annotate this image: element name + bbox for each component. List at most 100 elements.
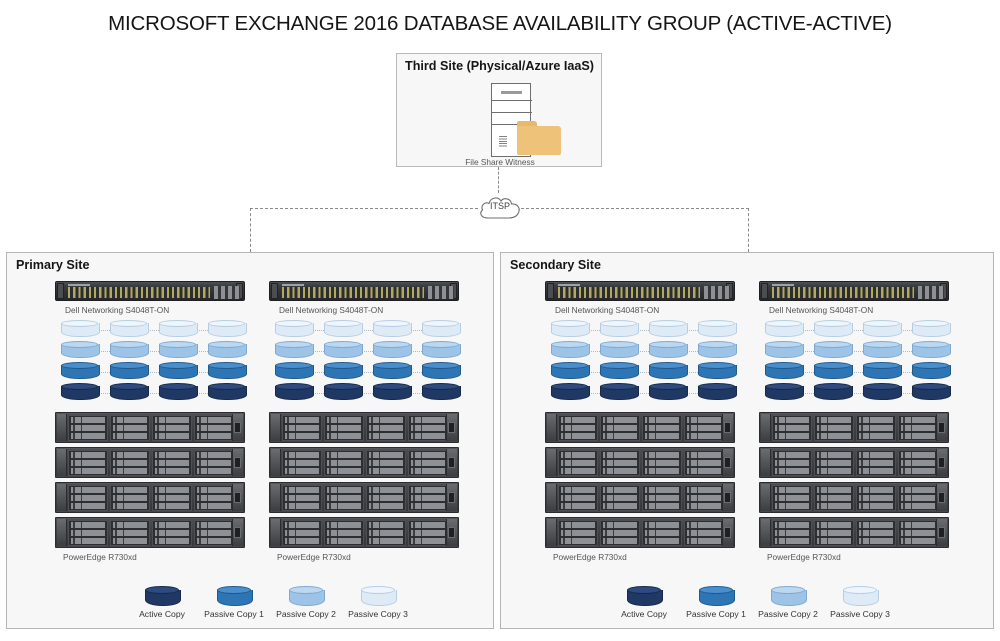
database-copy-passive3[interactable] bbox=[422, 320, 461, 339]
db-replication-link bbox=[361, 372, 373, 373]
database-copy-passive3[interactable] bbox=[863, 320, 902, 339]
database-copy-row-passive1 bbox=[55, 362, 247, 383]
database-copy-passive1[interactable] bbox=[551, 362, 590, 381]
db-replication-link bbox=[802, 372, 814, 373]
database-copy-passive3[interactable] bbox=[208, 320, 247, 339]
db-replication-link bbox=[361, 330, 373, 331]
database-copy-active[interactable] bbox=[110, 383, 149, 402]
database-copy-passive3[interactable] bbox=[698, 320, 737, 339]
server-model-label: PowerEdge R730xd bbox=[277, 552, 351, 562]
database-copy-passive1[interactable] bbox=[912, 362, 951, 381]
database-copy-passive1[interactable] bbox=[814, 362, 853, 381]
database-copy-active[interactable] bbox=[698, 383, 737, 402]
database-copy-passive2[interactable] bbox=[551, 341, 590, 360]
database-copy-passive2[interactable] bbox=[61, 341, 100, 360]
database-copy-passive2[interactable] bbox=[373, 341, 412, 360]
database-copy-passive3[interactable] bbox=[159, 320, 198, 339]
rack-server-icon[interactable] bbox=[269, 447, 459, 478]
server-tower-icon bbox=[491, 83, 532, 157]
database-copy-passive3[interactable] bbox=[275, 320, 314, 339]
database-copy-passive1[interactable] bbox=[110, 362, 149, 381]
database-copy-passive1[interactable] bbox=[422, 362, 461, 381]
database-copy-passive1[interactable] bbox=[159, 362, 198, 381]
database-copy-row-passive2 bbox=[759, 341, 951, 362]
database-copy-passive1[interactable] bbox=[61, 362, 100, 381]
database-copy-passive2[interactable] bbox=[912, 341, 951, 360]
database-copy-passive3[interactable] bbox=[373, 320, 412, 339]
database-copy-row-passive3 bbox=[545, 320, 737, 341]
db-replication-link bbox=[196, 393, 208, 394]
db-replication-link bbox=[588, 330, 600, 331]
database-copy-passive3[interactable] bbox=[814, 320, 853, 339]
database-copy-passive1[interactable] bbox=[373, 362, 412, 381]
database-copy-passive2[interactable] bbox=[324, 341, 363, 360]
database-copy-active[interactable] bbox=[600, 383, 639, 402]
database-copy-row-active bbox=[545, 383, 737, 404]
database-copy-passive3[interactable] bbox=[110, 320, 149, 339]
database-copy-passive3[interactable] bbox=[61, 320, 100, 339]
database-copy-passive2[interactable] bbox=[765, 341, 804, 360]
database-copy-passive1[interactable] bbox=[698, 362, 737, 381]
database-copy-passive1[interactable] bbox=[649, 362, 688, 381]
legend-item-passive2: Passive Copy 2 bbox=[751, 586, 825, 619]
database-copy-passive2[interactable] bbox=[600, 341, 639, 360]
legend-label: Passive Copy 3 bbox=[348, 609, 408, 619]
database-copy-passive2[interactable] bbox=[208, 341, 247, 360]
database-copy-passive2[interactable] bbox=[159, 341, 198, 360]
rack-server-icon[interactable] bbox=[269, 517, 459, 548]
database-copy-active[interactable] bbox=[61, 383, 100, 402]
network-switch-icon bbox=[269, 281, 459, 301]
database-copy-active[interactable] bbox=[814, 383, 853, 402]
db-replication-link bbox=[410, 330, 422, 331]
rack-server-icon[interactable] bbox=[759, 412, 949, 443]
database-copy-passive1[interactable] bbox=[765, 362, 804, 381]
database-copy-passive1[interactable] bbox=[863, 362, 902, 381]
db-replication-link bbox=[851, 351, 863, 352]
database-copy-active[interactable] bbox=[159, 383, 198, 402]
database-copy-active[interactable] bbox=[863, 383, 902, 402]
rack-server-icon[interactable] bbox=[759, 447, 949, 478]
database-copy-passive2[interactable] bbox=[275, 341, 314, 360]
rack-server-icon[interactable] bbox=[55, 412, 245, 443]
rack-server-icon[interactable] bbox=[545, 517, 735, 548]
database-copy-active[interactable] bbox=[373, 383, 412, 402]
database-copy-passive3[interactable] bbox=[765, 320, 804, 339]
database-copy-passive3[interactable] bbox=[324, 320, 363, 339]
rack-server-icon[interactable] bbox=[759, 482, 949, 513]
rack-server-icon[interactable] bbox=[545, 447, 735, 478]
rack-server-icon[interactable] bbox=[269, 482, 459, 513]
database-copy-passive3[interactable] bbox=[912, 320, 951, 339]
database-copy-passive2[interactable] bbox=[863, 341, 902, 360]
rack-server-icon[interactable] bbox=[269, 412, 459, 443]
rack-server-icon[interactable] bbox=[759, 517, 949, 548]
database-copy-active[interactable] bbox=[422, 383, 461, 402]
database-copy-active[interactable] bbox=[275, 383, 314, 402]
database-copy-passive2[interactable] bbox=[422, 341, 461, 360]
database-copy-passive2[interactable] bbox=[698, 341, 737, 360]
database-copy-passive1[interactable] bbox=[600, 362, 639, 381]
database-copy-passive2[interactable] bbox=[649, 341, 688, 360]
database-copy-row-passive3 bbox=[55, 320, 247, 341]
database-copy-passive3[interactable] bbox=[600, 320, 639, 339]
rack-server-icon[interactable] bbox=[55, 482, 245, 513]
witness-link-line bbox=[498, 167, 499, 193]
database-copy-active[interactable] bbox=[324, 383, 363, 402]
database-copy-passive3[interactable] bbox=[649, 320, 688, 339]
database-copy-active[interactable] bbox=[765, 383, 804, 402]
database-copy-passive2[interactable] bbox=[814, 341, 853, 360]
database-copy-active[interactable] bbox=[912, 383, 951, 402]
database-copy-active[interactable] bbox=[551, 383, 590, 402]
database-copy-passive1[interactable] bbox=[208, 362, 247, 381]
database-copy-passive3[interactable] bbox=[551, 320, 590, 339]
rack-server-icon[interactable] bbox=[55, 447, 245, 478]
rack-server-icon[interactable] bbox=[545, 482, 735, 513]
rack-server-icon[interactable] bbox=[55, 517, 245, 548]
database-copy-active[interactable] bbox=[649, 383, 688, 402]
database-copy-passive1[interactable] bbox=[324, 362, 363, 381]
wan-link-right bbox=[521, 208, 749, 209]
site-title-secondary: Secondary Site bbox=[510, 258, 601, 272]
database-copy-passive2[interactable] bbox=[110, 341, 149, 360]
database-copy-passive1[interactable] bbox=[275, 362, 314, 381]
database-copy-active[interactable] bbox=[208, 383, 247, 402]
rack-server-icon[interactable] bbox=[545, 412, 735, 443]
